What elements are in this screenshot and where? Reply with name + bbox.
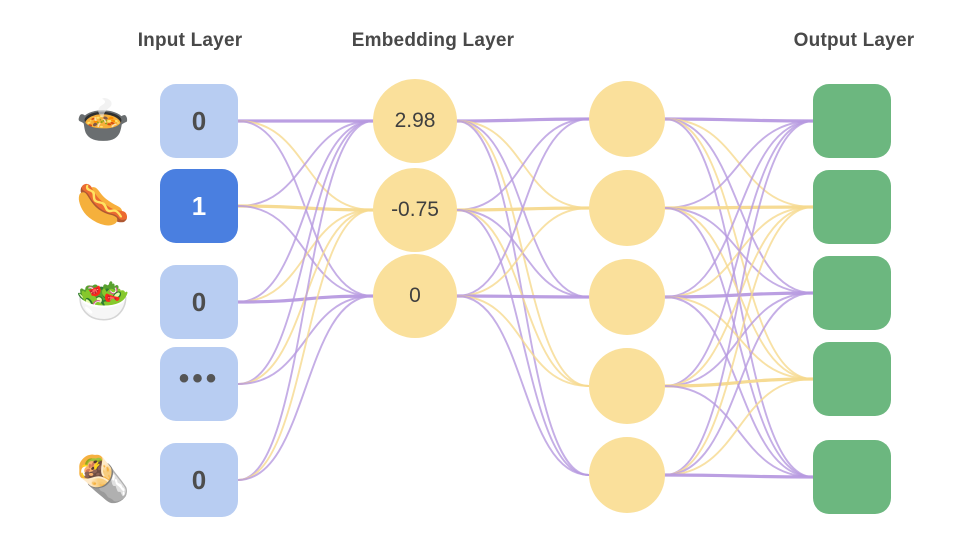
embedding-node-2[interactable]: 0 (373, 254, 457, 338)
output-node-0[interactable] (813, 84, 891, 158)
output-node-4[interactable] (813, 440, 891, 514)
edge-hidden-out-2-0 (664, 120, 814, 298)
edge-hidden-out-2-4 (664, 296, 814, 478)
embedding-node-value: 2.98 (394, 109, 436, 132)
edge-in-embed-4-0 (237, 120, 374, 481)
edge-embed-hidden-2-4 (456, 295, 590, 476)
edge-in-embed-3-2 (237, 295, 374, 385)
output-node-2[interactable] (813, 256, 891, 330)
output-node-3[interactable] (813, 342, 891, 416)
edge-hidden-out-0-1 (664, 118, 814, 208)
input-node-value: 0 (191, 464, 207, 495)
edge-embed-hidden-2-3 (456, 295, 590, 387)
burrito-icon-glyph: 🌯 (75, 455, 131, 504)
hidden-node-0[interactable] (589, 81, 665, 157)
edge-in-embed-1-0 (237, 120, 374, 207)
stew-bowl-icon-glyph: 🍲 (75, 96, 131, 145)
output-layer-title: Output Layer (793, 30, 915, 51)
hidden-node-4[interactable] (589, 437, 665, 513)
edge-hidden-out-4-0 (664, 120, 814, 476)
edge-hidden-out-1-0 (664, 120, 814, 209)
input-node-value: 0 (191, 286, 207, 317)
hidden-node-2[interactable] (589, 259, 665, 335)
hidden-node-3[interactable] (589, 348, 665, 424)
edge-hidden-out-4-4 (663, 473, 815, 479)
edge-hidden-out-4-3 (664, 378, 814, 476)
embedding-node-0[interactable]: 2.98 (373, 79, 457, 163)
hidden-node-1[interactable] (589, 170, 665, 246)
edge-hidden-out-4-1 (664, 206, 814, 476)
edge-hidden-out-4-2 (664, 292, 814, 476)
hot-dog-icon-glyph: 🌭 (75, 181, 131, 230)
edge-hidden-out-0-3 (664, 118, 814, 380)
edge-in-embed-0-1 (237, 120, 374, 211)
input-node-value: 1 (191, 190, 207, 221)
salad-bowl-icon: 🥗 (72, 271, 134, 333)
input-node-value: ••• (178, 362, 220, 395)
salad-bowl-icon-glyph: 🥗 (75, 277, 131, 326)
edge-in-embed-1-1 (236, 204, 375, 212)
edge-in-embed-4-2 (237, 295, 374, 481)
edge-hidden-out-3-4 (664, 385, 814, 478)
input-node-1[interactable]: 1 (160, 169, 238, 243)
edge-hidden-out-3-0 (664, 120, 814, 387)
embedding-layer-title: Embedding Layer (351, 30, 515, 51)
edge-embed-hidden-2-2 (455, 294, 591, 299)
input-node-2[interactable]: 0 (160, 265, 238, 339)
embedding-node-value: 0 (409, 284, 421, 307)
burrito-icon: 🌯 (72, 449, 134, 511)
output-node-1[interactable] (813, 170, 891, 244)
input-node-3[interactable]: ••• (160, 347, 238, 421)
embedding-node-value: -0.75 (391, 198, 439, 221)
stew-bowl-icon: 🍲 (72, 90, 134, 152)
input-node-value: 0 (191, 105, 207, 136)
edge-embed-hidden-0-0 (455, 117, 591, 123)
edge-embed-hidden-1-0 (456, 118, 590, 211)
input-layer-title: Input Layer (137, 30, 243, 51)
input-node-4[interactable]: 0 (160, 443, 238, 517)
edge-embed-hidden-2-0 (456, 118, 590, 297)
edge-in-embed-3-0 (237, 120, 374, 385)
hot-dog-icon: 🌭 (72, 175, 134, 237)
edge-in-embed-4-1 (237, 209, 374, 481)
edge-in-embed-2-0 (237, 120, 374, 303)
input-node-0[interactable]: 0 (160, 84, 238, 158)
embedding-node-1[interactable]: -0.75 (373, 168, 457, 252)
edge-embed-hidden-2-1 (456, 207, 590, 297)
edge-hidden-out-0-0 (663, 117, 815, 123)
